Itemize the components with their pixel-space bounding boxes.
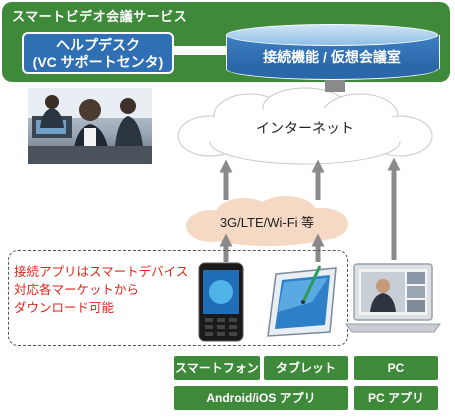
helpdesk-box: ヘルプデスク (VC サポートセンタ) — [22, 32, 174, 74]
smartphone-icon — [198, 262, 244, 342]
pc-label: PC — [354, 356, 438, 380]
tablet-icon — [267, 265, 337, 337]
call-center-operators-image — [28, 88, 152, 164]
internet-cloud — [177, 87, 433, 165]
internet-label: インターネット — [256, 120, 354, 136]
mobile-network-label: 3G/LTE/Wi-Fi 等 — [219, 215, 315, 230]
tablet-label: タブレット — [264, 356, 348, 380]
call-center-photo — [28, 88, 152, 164]
server-link-stub — [325, 80, 345, 92]
app-download-note: 接続アプリはスマートデバイス 対応各マーケットから ダウンロード可能 — [14, 265, 189, 315]
laptop-icon — [345, 263, 441, 333]
mobile-network-cloud — [186, 196, 348, 246]
app-download-note-box — [8, 250, 348, 346]
helpdesk-server-connector — [174, 46, 232, 55]
server-cylinder-top — [226, 24, 438, 46]
mobile-app-label: Android/iOS アプリ — [174, 386, 348, 410]
server-label: 接続機能 / 仮想会議室 — [263, 49, 401, 65]
service-title: スマートビデオ会議サービス — [12, 9, 188, 24]
smartphone-label: スマートフォン — [174, 356, 260, 380]
helpdesk-title: ヘルプデスク — [56, 37, 140, 53]
pc-app-label: PC アプリ — [354, 386, 438, 410]
helpdesk-subtitle: (VC サポートセンタ) — [32, 54, 164, 70]
